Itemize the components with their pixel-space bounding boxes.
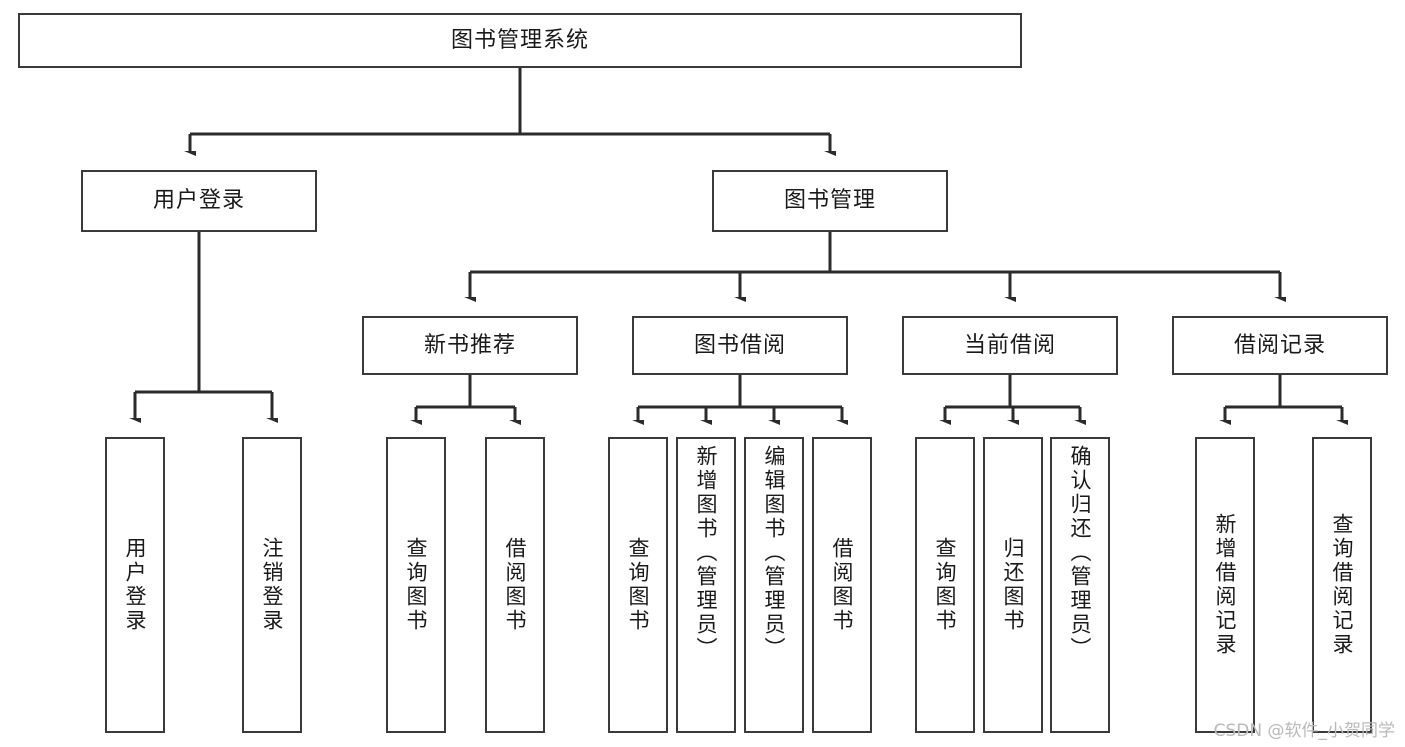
node-leaf-confirm-return[interactable]: 确认归还（管理员） xyxy=(1050,437,1110,733)
node-new-book-recommend-label: 新书推荐 xyxy=(423,332,516,358)
node-leaf-query-book-1[interactable]: 查询图书 xyxy=(386,437,446,733)
node-current-borrow-label: 当前借阅 xyxy=(963,332,1056,358)
edge-group-book-borrow xyxy=(638,375,842,421)
node-leaf-query-book-2[interactable]: 查询图书 xyxy=(608,437,668,733)
node-book-borrow[interactable]: 图书借阅 xyxy=(632,316,848,375)
edge-group-current-borrow xyxy=(945,375,1080,421)
node-leaf-add-book-label: 新增图书（管理员） xyxy=(694,445,719,661)
node-leaf-query-book-3[interactable]: 查询图书 xyxy=(915,437,975,733)
node-leaf-query-record-label: 查询借阅记录 xyxy=(1330,513,1355,657)
watermark: CSDN @软件_小贺同学 xyxy=(1213,721,1395,741)
node-leaf-logout[interactable]: 注销登录 xyxy=(242,437,302,733)
node-leaf-user-login[interactable]: 用户登录 xyxy=(105,437,165,733)
node-leaf-query-book-3-label: 查询图书 xyxy=(933,537,958,633)
node-root[interactable]: 图书管理系统 xyxy=(18,13,1022,68)
node-leaf-user-login-label: 用户登录 xyxy=(123,537,148,633)
node-book-manage-label: 图书管理 xyxy=(783,188,876,214)
node-leaf-edit-book[interactable]: 编辑图书（管理员） xyxy=(744,437,804,733)
node-leaf-logout-label: 注销登录 xyxy=(260,537,285,633)
node-leaf-query-book-2-label: 查询图书 xyxy=(626,537,651,633)
node-borrow-record-label: 借阅记录 xyxy=(1233,332,1326,358)
node-leaf-borrow-book-2-label: 借阅图书 xyxy=(830,537,855,633)
node-borrow-record[interactable]: 借阅记录 xyxy=(1172,316,1388,375)
node-leaf-query-record[interactable]: 查询借阅记录 xyxy=(1312,437,1372,733)
node-book-borrow-label: 图书借阅 xyxy=(693,332,786,358)
node-leaf-return-book[interactable]: 归还图书 xyxy=(983,437,1043,733)
edge-group-borrow-record xyxy=(1225,375,1342,421)
node-leaf-confirm-return-label: 确认归还（管理员） xyxy=(1068,445,1093,661)
node-leaf-borrow-book-1[interactable]: 借阅图书 xyxy=(485,437,545,733)
node-root-label: 图书管理系统 xyxy=(450,27,589,53)
node-new-book-recommend[interactable]: 新书推荐 xyxy=(362,316,578,375)
node-leaf-edit-book-label: 编辑图书（管理员） xyxy=(762,445,787,661)
node-leaf-add-book[interactable]: 新增图书（管理员） xyxy=(676,437,736,733)
edge-group-book-manage xyxy=(470,232,1280,298)
node-leaf-return-book-label: 归还图书 xyxy=(1001,537,1026,633)
edge-group-root xyxy=(190,68,830,152)
edge-group-new-book-recommend xyxy=(416,375,515,421)
node-leaf-borrow-book-1-label: 借阅图书 xyxy=(503,537,528,633)
node-user-login-label: 用户登录 xyxy=(152,188,245,214)
node-current-borrow[interactable]: 当前借阅 xyxy=(902,316,1118,375)
node-leaf-query-book-1-label: 查询图书 xyxy=(404,537,429,633)
node-user-login[interactable]: 用户登录 xyxy=(81,170,317,232)
node-book-manage[interactable]: 图书管理 xyxy=(712,170,948,232)
edge-group-user-login xyxy=(135,232,272,419)
node-leaf-borrow-book-2[interactable]: 借阅图书 xyxy=(812,437,872,733)
node-leaf-add-record-label: 新增借阅记录 xyxy=(1213,513,1238,657)
node-leaf-add-record[interactable]: 新增借阅记录 xyxy=(1195,437,1255,733)
